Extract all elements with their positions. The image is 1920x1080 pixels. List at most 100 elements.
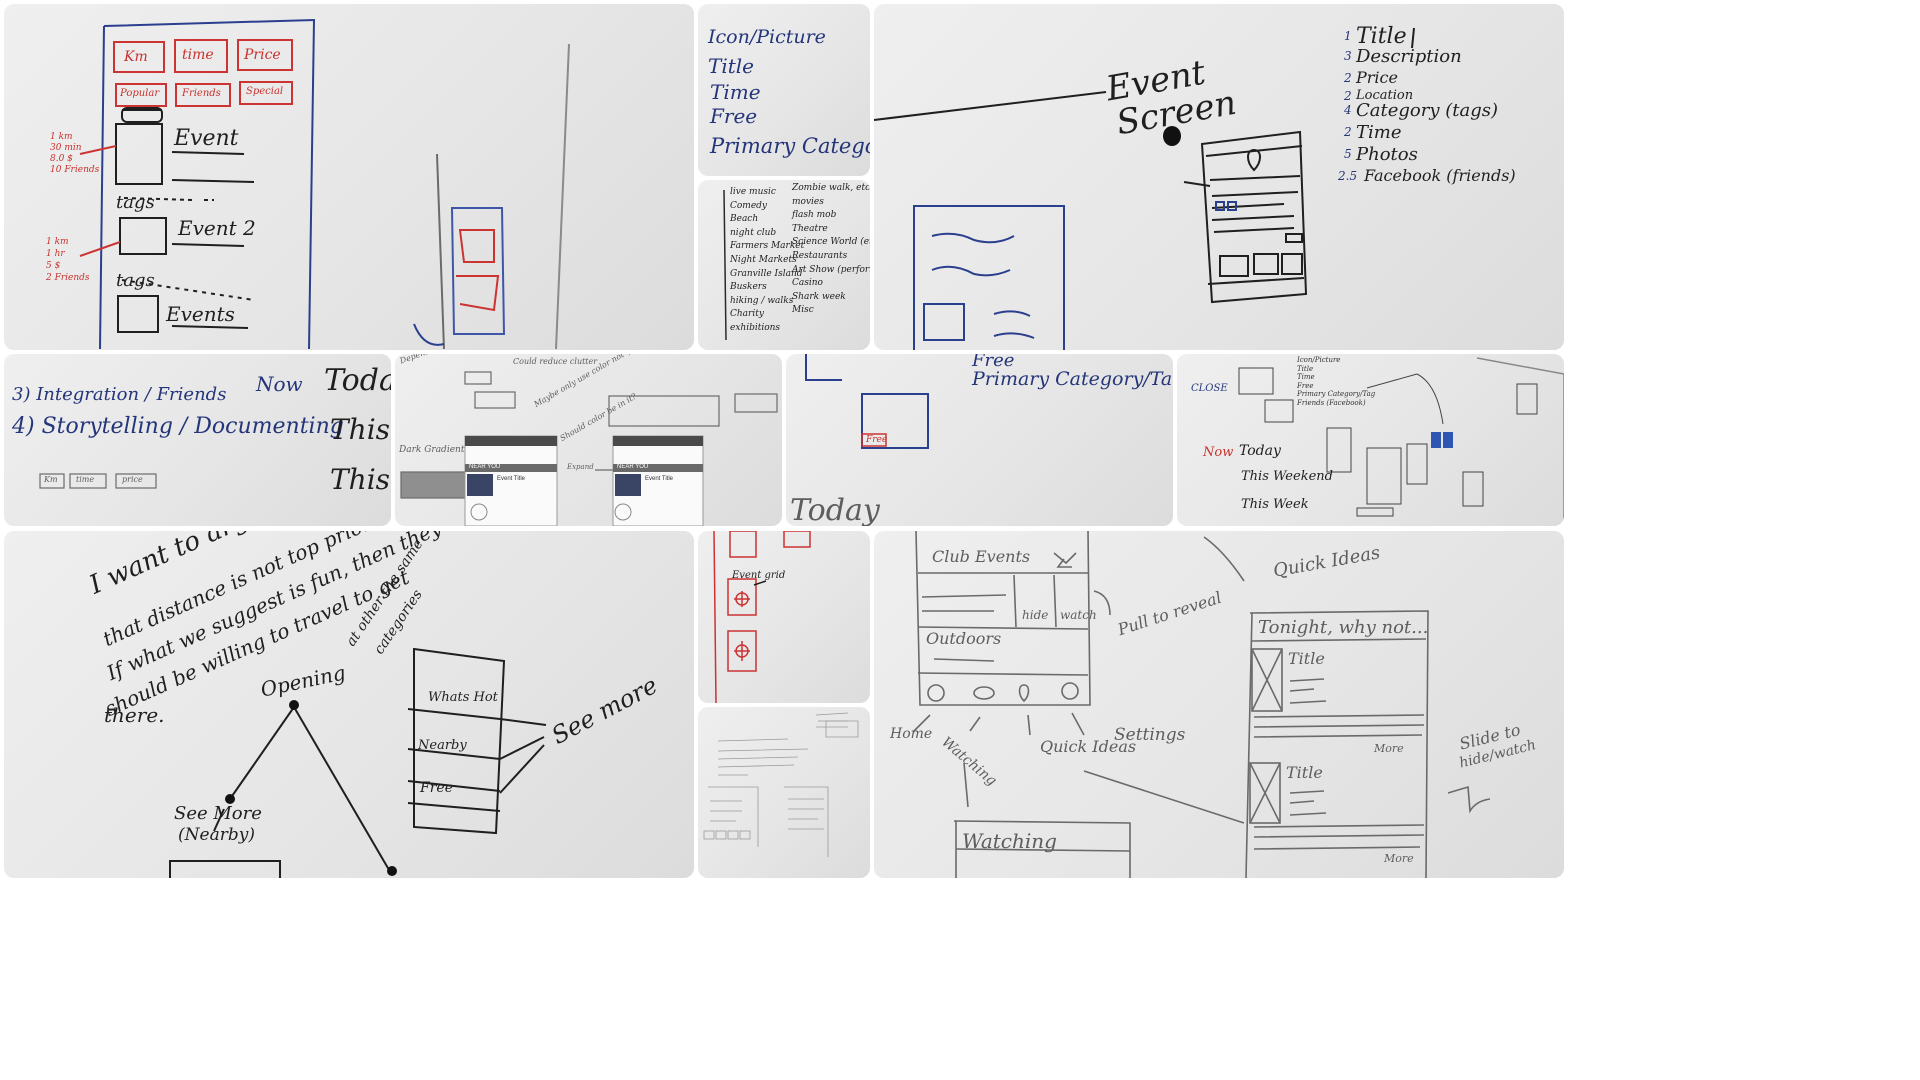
category-item: exhibitions — [730, 322, 781, 333]
overview-field: Time — [1297, 373, 1315, 381]
today-partial-label: Today — [790, 493, 880, 526]
now-label: Now — [256, 372, 303, 396]
priority-number: 4 — [1344, 103, 1352, 117]
phone2-header: NEAR YOU — [617, 464, 649, 470]
note-line: 2 Friends — [46, 273, 90, 283]
price-mini-label: price — [122, 475, 143, 484]
quick-ideas-note: Quick Ideas — [1040, 737, 1137, 756]
time-mini-label: time — [76, 475, 95, 484]
overview-field: Title — [1297, 364, 1314, 373]
list-wireframe-drawing — [79, 18, 570, 350]
expand-note: Expand — [567, 463, 594, 471]
club-events-header: Club Events — [932, 547, 1031, 566]
this-week-label: This Week — [1241, 497, 1309, 512]
button-sketch — [39, 473, 157, 489]
priority-number: 2 — [1344, 125, 1352, 139]
note-line: 8.0 $ — [50, 154, 73, 164]
event-title-2: Event 2 — [178, 216, 256, 240]
priority-number: 5 — [1344, 147, 1352, 161]
list-divider — [723, 189, 727, 341]
free-label: Free — [972, 354, 1015, 371]
watching-box-label: Watching — [962, 829, 1057, 853]
card-title-2: Title — [1286, 763, 1323, 782]
overview-field: Primary Category/Tag — [1297, 390, 1376, 398]
whiteboard-tile-phone-mockups: Depending on importance of a feature ope… — [395, 354, 782, 526]
category-list-left: live music Comedy Beach night club Farme… — [730, 186, 804, 336]
field-primary-category: Primary Category — [710, 134, 870, 158]
phone1-header: NEAR YOU — [469, 464, 501, 470]
category-item: Restaurants — [792, 250, 848, 261]
priority-item: Title — [1356, 24, 1407, 49]
category-item: live music — [730, 187, 776, 197]
note-line: 1 hr — [46, 249, 65, 259]
category-item: Shark week — [792, 291, 846, 302]
primary-category-label: Primary Category/Tag — [972, 368, 1173, 390]
see-more-nearby-2: (Nearby) — [178, 825, 255, 845]
argument-line-5: there. — [104, 703, 165, 727]
priority-item: Time — [1356, 122, 1402, 143]
argument-drawing — [169, 647, 547, 878]
whiteboard-tile-categories: live music Comedy Beach night club Farme… — [698, 180, 870, 350]
overview-field: Icon/Picture — [1297, 356, 1341, 364]
watch-label: watch — [1060, 608, 1097, 622]
clutter-note: Could reduce clutter — [513, 357, 598, 366]
note-line: 1 km — [46, 237, 69, 247]
note-line: 5 $ — [46, 261, 61, 271]
nearby-label: Nearby — [418, 738, 467, 753]
tonight-title: Tonight, why not... — [1258, 617, 1429, 638]
category-item: flash mob — [792, 210, 837, 221]
this-label-1: This — [330, 413, 391, 446]
today-label: Today — [1239, 443, 1281, 459]
category-item: Zombie walk, etc — [792, 183, 870, 193]
category-item: Beach — [730, 214, 759, 225]
priority-number: 2 — [1344, 71, 1352, 85]
distance-note-1: 1 km 30 min 8.0 $ 10 Friends — [50, 132, 99, 176]
time-button-label: time — [182, 47, 214, 63]
free-label: Free — [420, 780, 453, 796]
category-item: Comedy — [730, 200, 768, 211]
category-item: Buskers — [730, 282, 767, 293]
category-item: movies — [792, 196, 824, 207]
whiteboard-tile-fields: Icon/Picture Title Time Free Primary Cat… — [698, 4, 870, 176]
whiteboard-tile-event-list: Km time Price Popular Friends Special Ev… — [4, 4, 694, 350]
category-item: Night Markets — [730, 254, 797, 265]
pencil-wireframe-drawing — [913, 531, 1491, 878]
home-note: Home — [890, 726, 933, 742]
more-label-1: More — [1374, 742, 1404, 755]
phone1-event: Event Title — [497, 476, 526, 482]
priority-number: 1 — [1344, 29, 1352, 43]
close-label: CLOSE — [1191, 383, 1228, 394]
mockup-drawing — [400, 371, 778, 526]
popular-filter-label: Popular — [120, 88, 160, 99]
whiteboard-tile-free-tag: Free Primary Category/Tag Free Today — [786, 354, 1173, 526]
field-free: Free — [710, 104, 758, 128]
distance-note-2: 1 km 1 hr 5 $ 2 Friends — [46, 236, 90, 284]
this-label-2: This — [330, 463, 391, 496]
km-button-label: Km — [124, 49, 148, 65]
whiteboard-tile-integration: 3) Integration / Friends 4) Storytelling… — [4, 354, 391, 526]
settings-note: Settings — [1114, 725, 1186, 745]
priority-item: Photos — [1356, 144, 1418, 165]
tags-label-2: tags — [116, 270, 155, 291]
whats-hot-label: Whats Hot — [428, 690, 498, 705]
overview-drawing — [1238, 357, 1564, 526]
category-item: Art Show (performance) — [792, 264, 870, 275]
event-title-1: Event — [174, 126, 239, 151]
overview-field: Free — [1297, 381, 1314, 390]
category-item: Charity — [730, 309, 764, 320]
priority-item: Location — [1356, 88, 1414, 103]
category-item: Misc — [792, 305, 814, 316]
overview-field: Friends (Facebook) — [1297, 398, 1366, 407]
hide-label: hide — [1022, 608, 1049, 622]
note-line: 10 Friends — [50, 165, 100, 175]
event-title-3: Events — [166, 302, 235, 326]
event-grid-label: Event grid — [732, 570, 786, 581]
card-title-1: Title — [1288, 649, 1325, 668]
priority-item: Price — [1356, 68, 1398, 87]
category-item: Science World (etc) — [792, 237, 870, 248]
priority-number: 2.5 — [1338, 169, 1358, 183]
integration-item: 3) Integration / Friends — [12, 384, 227, 405]
grid-sketch — [713, 531, 811, 703]
tags-label-1: tags — [116, 192, 155, 213]
